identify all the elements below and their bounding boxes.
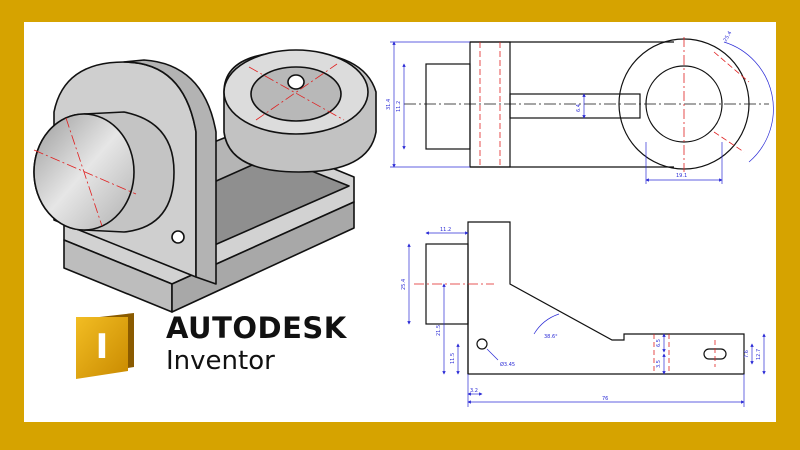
top-hidden-d: [713, 131, 745, 153]
top-view-drawing: 31.4 11.2 6.4 19.1 25.4: [386, 30, 774, 184]
dim-text-12-7: 12.7: [756, 349, 762, 360]
dim-text-3-2: 3.2: [470, 388, 478, 394]
technical-drawing: 31.4 11.2 6.4 19.1 25.4: [33, 30, 774, 407]
product-name: Inventor: [166, 346, 275, 376]
dim-text-6-5: 6.5: [656, 339, 662, 347]
top-left-block: [425, 63, 471, 150]
top-arm: [509, 93, 641, 119]
side-hole: [171, 230, 185, 244]
brand-wordmark: AUTODESK Inventor: [166, 311, 347, 377]
ring-centerline-b: [255, 63, 338, 121]
front-dim-texts: 11.2 25.4 38.6° 21.5 11.5 Ø3.45 3.2 6.5 …: [401, 227, 762, 402]
dim-text-21-5: 21.5: [436, 325, 442, 336]
dim-text-25-4: 25.4: [723, 30, 734, 43]
dim-text-76: 76: [602, 396, 608, 402]
front-view-drawing: 11.2 25.4 38.6° 21.5 11.5 Ø3.45 3.2 6.5 …: [401, 221, 766, 407]
dim-text-6-4: 6.4: [576, 104, 582, 112]
dim-text-front-25-4: 25.4: [401, 279, 407, 290]
ring-centerline-a: [248, 66, 345, 121]
dim-text-3-5: 3.5: [656, 360, 662, 368]
boss-centerline-a: [33, 149, 137, 195]
dim-text-19-1: 19.1: [676, 173, 687, 179]
company-name: AUTODESK: [166, 311, 347, 345]
top-upright: [469, 41, 511, 168]
top-hidden-c: [713, 51, 750, 83]
dim-text-angle: 38.6°: [544, 334, 558, 340]
dim-text-11-5: 11.5: [450, 353, 456, 364]
dim-text-31-4: 31.4: [386, 99, 392, 110]
isometric-part-view: [33, 49, 377, 313]
front-dimensions: [407, 231, 766, 407]
base-side-face: [171, 201, 355, 313]
front-profile: [467, 221, 745, 375]
dim-text-7-6: 7.6: [744, 350, 750, 358]
ring-small-hole: [287, 74, 305, 90]
boss-centerline-b: [65, 117, 103, 227]
inventor-logo-icon: I: [76, 313, 134, 379]
drawing-canvas: 31.4 11.2 6.4 19.1 25.4: [24, 22, 776, 422]
front-hole: [476, 338, 488, 350]
upright-side: [123, 59, 217, 285]
dim-text-front-11-2: 11.2: [440, 227, 451, 233]
logo-letter: I: [96, 327, 109, 367]
top-dimensions: [390, 41, 774, 184]
top-dim-texts: 31.4 11.2 6.4 19.1 25.4: [386, 30, 733, 179]
dim-text-11-2: 11.2: [396, 101, 402, 112]
dim-text-hole-dia: Ø3.45: [500, 361, 515, 368]
